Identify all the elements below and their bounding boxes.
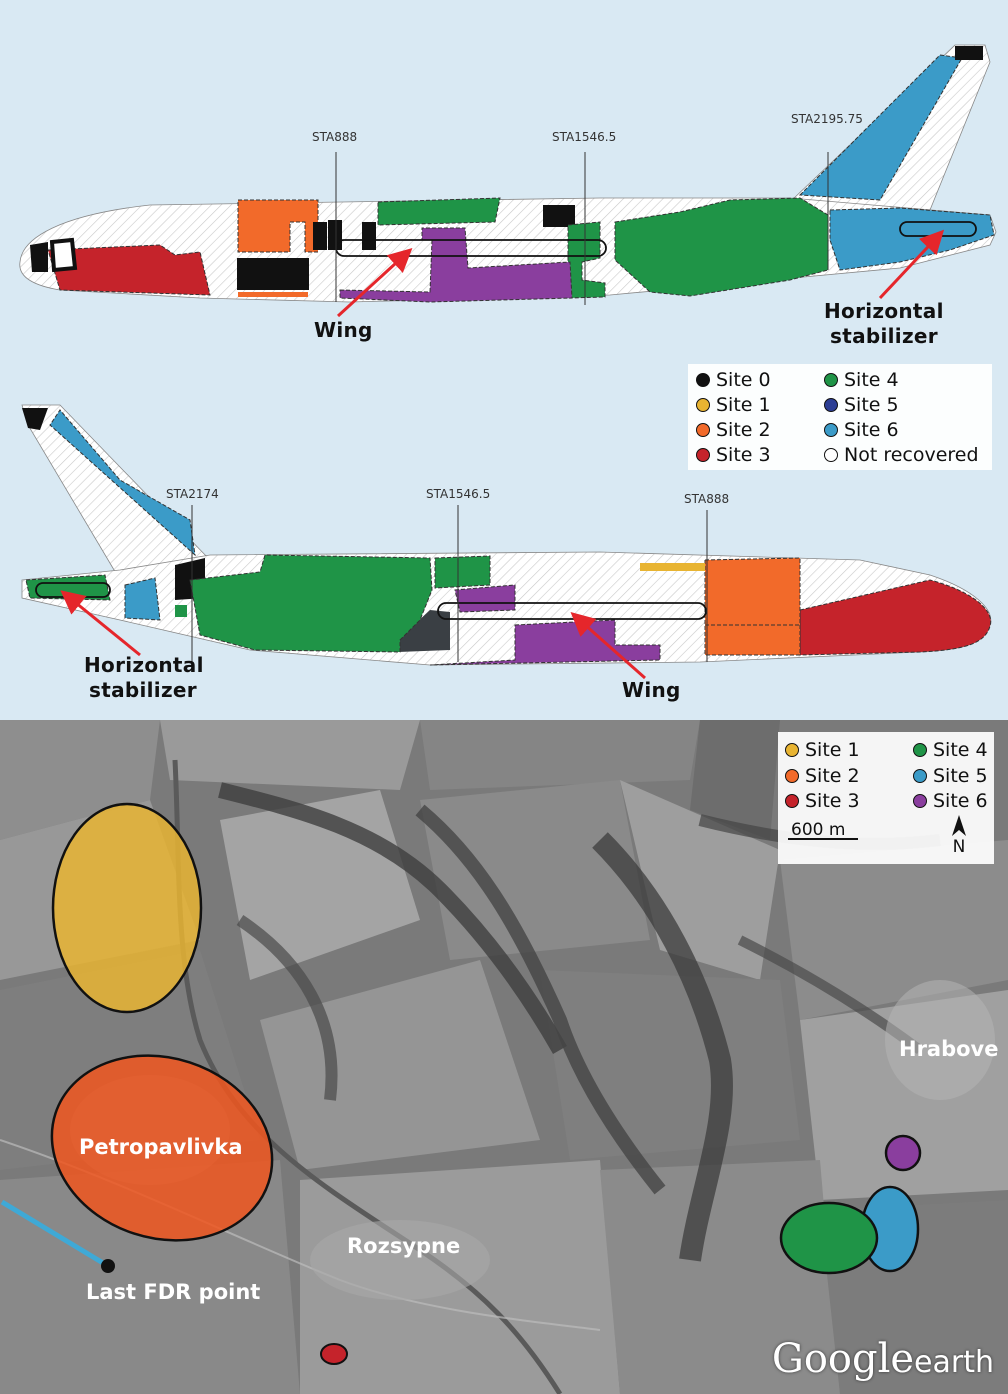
diagram-legend: Site 0 Site 1 Site 2 Site 3 Site 4 Site … (688, 364, 992, 470)
top-nose-site3 (47, 244, 211, 296)
top-stab-label-2: stabilizer (830, 324, 938, 348)
map-legend-item-site2: Site 2 (785, 765, 860, 787)
satellite-map: Petropavlivka Rozsypne Hrabove Last FDR … (0, 720, 1008, 1394)
map-legend-item-site5: Site 5 (913, 765, 988, 787)
top-sta-888: STA888 (312, 130, 357, 144)
label-rozsypne: Rozsypne (347, 1234, 460, 1258)
label-petropavlivka: Petropavlivka (79, 1135, 243, 1159)
scale-bar-label: 600 m (791, 820, 846, 840)
map-site3 (320, 1343, 348, 1365)
legend-item-site5: Site 5 (824, 394, 899, 416)
map-legend: Site 1 Site 2 Site 3 Site 4 Site 5 Site … (778, 732, 994, 864)
map-legend-item-site4: Site 4 (913, 739, 988, 761)
bottom-wing-label: Wing (622, 678, 681, 702)
bottom-site4-main (189, 554, 433, 653)
legend-item-site4: Site 4 (824, 369, 899, 391)
bottom-stab-label-1: Horizontal (84, 653, 204, 677)
north-arrow-icon (952, 815, 966, 836)
bottom-sta-1546: STA1546.5 (426, 487, 490, 501)
legend-dot-site4 (824, 373, 838, 387)
north-arrow: N (949, 814, 969, 856)
top-site4-c (614, 197, 829, 297)
bottom-site6-purple (454, 584, 516, 613)
legend-dot-site1 (696, 398, 710, 412)
top-wing-label: Wing (314, 318, 373, 342)
north-label: N (952, 837, 966, 857)
bottom-stab-label-2: stabilizer (89, 678, 197, 702)
last-fdr-point-marker (101, 1259, 115, 1273)
bottom-sta-888: STA888 (684, 492, 729, 506)
wreckage-diagram: STA888 STA1546.5 STA2195.75 Wing Horizon… (19, 44, 997, 702)
legend-dot-site2 (696, 423, 710, 437)
map-site6 (884, 1134, 922, 1172)
top-site6-rear (829, 207, 995, 271)
legend-dot-site5 (824, 398, 838, 412)
label-hrabove: Hrabove (899, 1037, 999, 1061)
legend-item-site3: Site 3 (696, 444, 771, 466)
top-sta-1546: STA1546.5 (552, 130, 616, 144)
top-site2 (237, 199, 319, 253)
top-plane: STA888 STA1546.5 STA2195.75 Wing Horizon… (19, 44, 997, 348)
legend-item-site2: Site 2 (696, 419, 771, 441)
top-site6-purple (339, 227, 573, 303)
bottom-site2 (704, 557, 801, 656)
map-legend-dot-site1 (785, 743, 799, 757)
map-legend-dot-site5 (913, 769, 927, 783)
bottom-site4-front (434, 555, 491, 589)
map-legend-dot-site6 (913, 794, 927, 808)
google-earth-logo: Googleearth (771, 1336, 994, 1382)
bottom-plane: STA2174 STA1546.5 STA888 Horizontal stab… (21, 404, 992, 702)
map-legend-item-site3: Site 3 (785, 790, 860, 812)
top-tail-site6 (798, 54, 963, 201)
map-site1 (51, 802, 203, 1014)
map-site4 (779, 1201, 879, 1275)
label-last-fdr: Last FDR point (86, 1280, 260, 1304)
fdr-track (0, 1199, 110, 1269)
top-stab-label-1: Horizontal (824, 299, 944, 323)
wreckage-diagram-panel: STA888 STA1546.5 STA2195.75 Wing Horizon… (0, 0, 1008, 720)
map-legend-dot-site3 (785, 794, 799, 808)
legend-dot-site6 (824, 423, 838, 437)
map-legend-dot-site4 (913, 743, 927, 757)
legend-item-site6: Site 6 (824, 419, 899, 441)
legend-item-site1: Site 1 (696, 394, 771, 416)
legend-item-site0: Site 0 (696, 369, 771, 391)
legend-item-not-recovered: Not recovered (824, 444, 979, 466)
legend-dot-site3 (696, 448, 710, 462)
map-legend-dot-site2 (785, 769, 799, 783)
map-legend-item-site6: Site 6 (913, 790, 988, 812)
top-sta-2195: STA2195.75 (791, 112, 863, 126)
legend-dot-site0 (696, 373, 710, 387)
scale-bar: 600 m (788, 820, 858, 840)
top-site4-b (567, 221, 606, 299)
bottom-site1 (640, 563, 705, 571)
top-site4-a (377, 197, 501, 226)
map-legend-item-site1: Site 1 (785, 739, 860, 761)
bottom-sta-2174: STA2174 (166, 487, 219, 501)
bottom-nose-site3 (799, 579, 992, 656)
map-site2 (50, 1054, 274, 1242)
satellite-map-panel: Petropavlivka Rozsypne Hrabove Last FDR … (0, 720, 1008, 1394)
legend-dot-not-recovered (824, 448, 838, 462)
bottom-tail-site6 (49, 409, 196, 557)
